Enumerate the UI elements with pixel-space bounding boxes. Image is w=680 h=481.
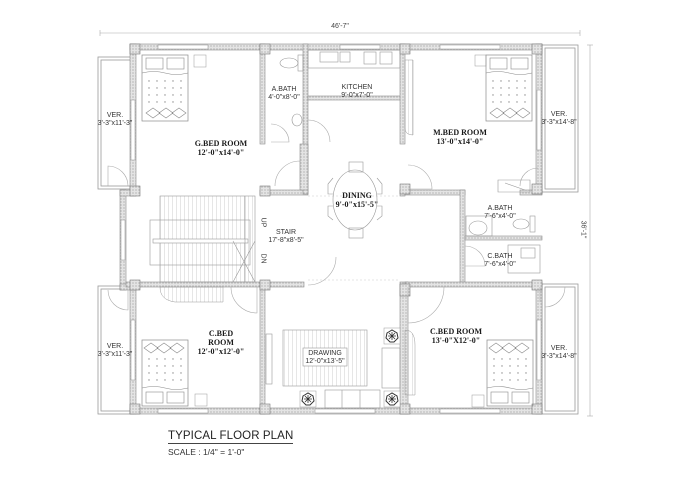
room-size: 17'-8"x8'-5" bbox=[268, 237, 304, 245]
c-bath-label: C.BATH 7'-6"x4'-0" bbox=[484, 253, 515, 269]
room-name: A.BATH bbox=[271, 86, 297, 93]
room-size: 3'-3"x14'-8" bbox=[541, 119, 577, 127]
kitchen-counter bbox=[307, 49, 401, 69]
columns bbox=[129, 43, 543, 415]
room-name: STAIR bbox=[275, 229, 297, 236]
room-size: 3'-3"x14'-8" bbox=[541, 353, 577, 361]
staircase bbox=[149, 195, 256, 283]
veranda-bottom-left-label: VER. 3'-3"x11'-3" bbox=[98, 343, 133, 359]
drawing-room-furniture bbox=[265, 329, 401, 409]
room-name: C.BED bbox=[208, 329, 234, 338]
overall-depth-label: 36'-1" bbox=[579, 220, 587, 239]
stair-down-label: DN bbox=[259, 253, 267, 264]
windows bbox=[120, 44, 542, 414]
plant-icon bbox=[383, 390, 401, 408]
room-size: 12'-0"x14'-0" bbox=[197, 148, 245, 158]
room-name: ROOM bbox=[208, 338, 234, 348]
room-name: C.BED ROOM bbox=[430, 327, 482, 336]
veranda-top-right-label: VER. 3'-3"x14'-8" bbox=[541, 111, 576, 127]
bath-fixtures bbox=[279, 54, 541, 274]
room-name: VER. bbox=[106, 112, 124, 119]
doors bbox=[107, 119, 566, 324]
room-size: 12'-0"x12'-0" bbox=[197, 347, 245, 357]
room-size: 4'-0"x8'-0" bbox=[268, 94, 300, 102]
drawing-title: TYPICAL FLOOR PLAN bbox=[168, 430, 294, 444]
room-size: 7'-6"x4'-0" bbox=[484, 261, 516, 269]
room-name: M.BED ROOM bbox=[433, 128, 487, 137]
room-name: VER. bbox=[550, 111, 568, 118]
nightstands bbox=[193, 54, 487, 408]
dining-label: DINING 9'-0"x15'-5" bbox=[336, 191, 379, 209]
a-bath-top-label: A.BATH 4'-0"x8'-0" bbox=[268, 86, 299, 102]
g-bedroom-label: G.BED ROOM 12'-0"x14'-0" bbox=[195, 139, 247, 157]
veranda-top-left-label: VER. 3'-3"x11'-3" bbox=[98, 112, 133, 128]
room-name: VER. bbox=[550, 345, 568, 352]
room-size: 3'-3"x11'-3" bbox=[97, 120, 133, 128]
veranda-bottom-right-label: VER. 3'-3"x14'-8" bbox=[541, 345, 576, 361]
room-size: 9'-0"x15'-5" bbox=[335, 200, 379, 210]
room-size: 13'-0"X12'-0" bbox=[431, 336, 481, 346]
room-name: DINING bbox=[342, 191, 372, 200]
dimension-width bbox=[99, 30, 581, 36]
room-size: 13'-0"x14'-0" bbox=[436, 137, 484, 147]
ramp-details bbox=[159, 59, 416, 396]
bed-g-bedroom bbox=[141, 54, 189, 122]
room-size: 7'-6"x4'-0" bbox=[484, 213, 516, 221]
room-name: A.BATH bbox=[487, 205, 513, 212]
room-name: DRAWING bbox=[308, 350, 342, 357]
drawing-room-label: DRAWING 12'-0"x13'-5" bbox=[305, 350, 344, 366]
room-name: C.BATH bbox=[487, 253, 513, 260]
kitchen-label: KITCHEN 9'-0"x7'-0" bbox=[341, 84, 372, 100]
stair-up-label: UP bbox=[259, 217, 267, 228]
room-size: 12'-0"x13'-5" bbox=[305, 358, 345, 366]
bed-m-bedroom bbox=[485, 54, 533, 122]
room-size: 9'-0"x7'-0" bbox=[341, 92, 373, 100]
overall-width-label: 46'-7" bbox=[331, 23, 349, 30]
bed-c-bedroom-left bbox=[141, 339, 189, 407]
m-bedroom-label: M.BED ROOM 13'-0"x14'-0" bbox=[433, 128, 487, 146]
bed-c-bedroom-right bbox=[486, 339, 534, 407]
room-name: G.BED ROOM bbox=[194, 139, 248, 148]
room-name: KITCHEN bbox=[341, 84, 373, 91]
verandas bbox=[97, 44, 579, 415]
stair-label: STAIR 17'-8"x8'-5" bbox=[268, 229, 303, 245]
room-size: 3'-3"x11'-3" bbox=[97, 351, 133, 359]
interior-walls bbox=[125, 43, 543, 415]
dimension-depth bbox=[587, 44, 593, 417]
drawing-scale: SCALE : 1/4" = 1'-0" bbox=[168, 447, 245, 457]
room-name: VER. bbox=[106, 343, 124, 350]
c-bedroom-right-label: C.BED ROOM 13'-0"X12'-0" bbox=[430, 327, 482, 345]
plant-icon bbox=[383, 327, 401, 345]
a-bath-right-label: A.BATH 7'-6"x4'-0" bbox=[484, 205, 515, 221]
c-bedroom-left-label: C.BED ROOM 12'-0"x12'-0" bbox=[198, 329, 245, 357]
dining-table bbox=[327, 161, 383, 239]
plant-icon bbox=[299, 390, 317, 408]
